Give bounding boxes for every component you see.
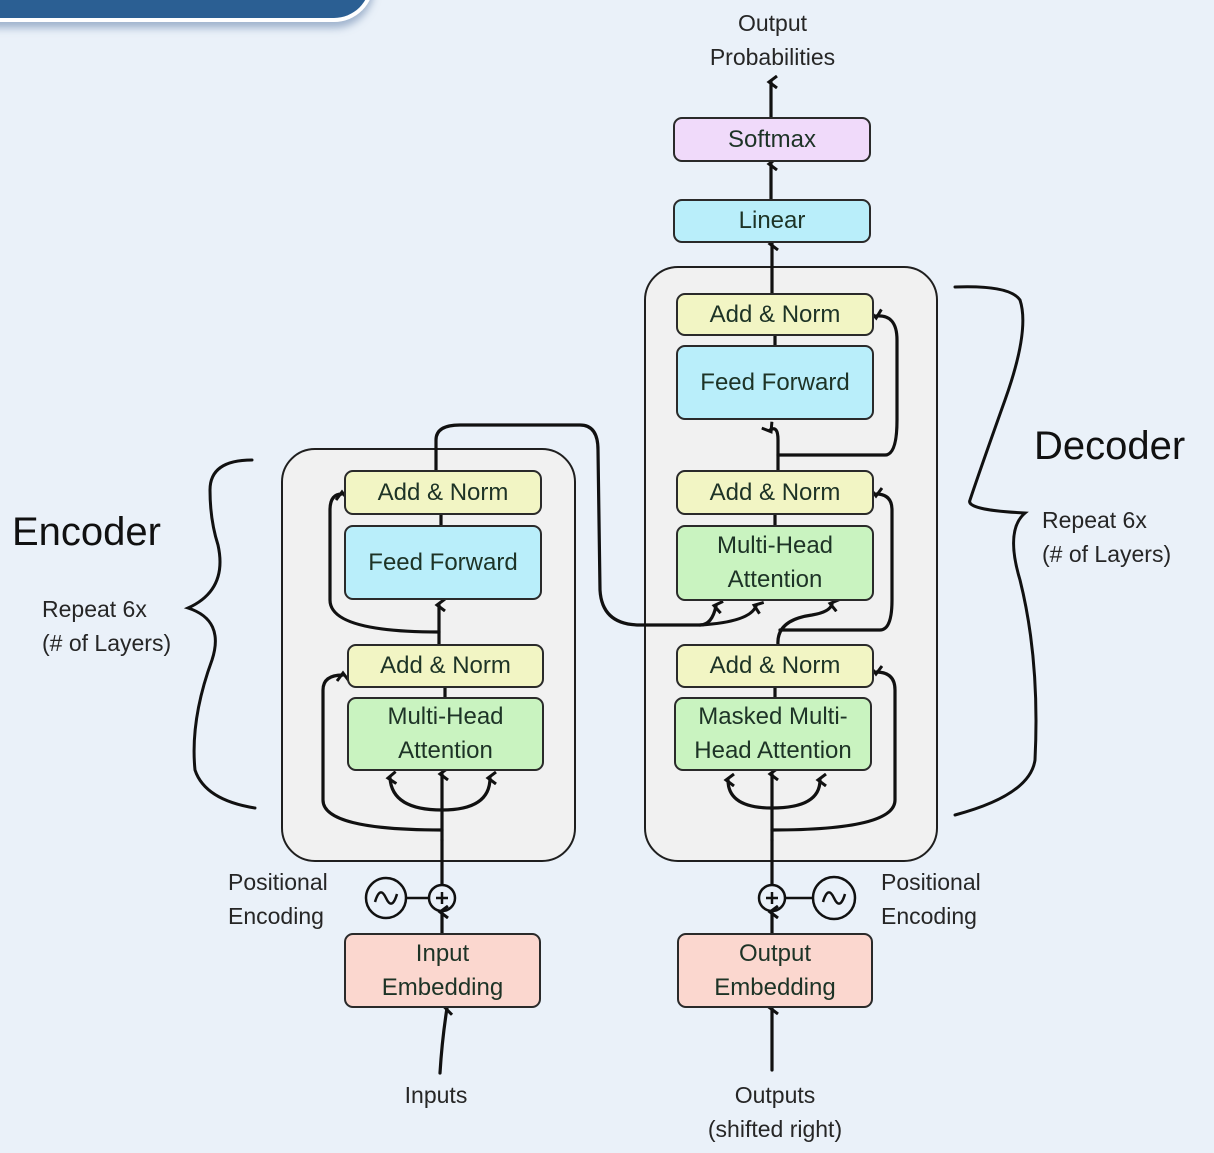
inputs-label: Inputs <box>404 1082 468 1108</box>
decoder-positional-encoding-label: Positional Encoding <box>881 869 981 929</box>
encoder-multi-head-attention: Multi-Head Attention <box>347 697 544 771</box>
arrow-dec-to-cross-attn <box>776 604 832 647</box>
arrow-inputs-to-embedding <box>438 1008 447 1075</box>
outputs-shifted-right-label: Outputs (shifted right) <box>707 1082 843 1142</box>
encoder-repeat-label: Repeat 6x (# of Layers) <box>42 596 172 656</box>
arrow-enc-residual-2 <box>328 494 441 634</box>
encoder-feed-forward: Feed Forward <box>344 525 542 600</box>
decoder-repeat-label: Repeat 6x (# of Layers) <box>1042 507 1172 567</box>
decoder-masked-multi-head-attention: Masked Multi- Head Attention <box>674 697 872 771</box>
arrow-enc-attn-k <box>390 778 444 812</box>
softmax-block: Softmax <box>673 117 871 162</box>
decoder-positional-encoding-icon <box>785 875 857 921</box>
input-embedding-block: Input Embedding <box>344 933 541 1008</box>
encoder-add-icon <box>427 883 457 913</box>
encoder-add-norm-top: Add & Norm <box>344 470 542 515</box>
output-embedding-block: Output Embedding <box>677 933 873 1008</box>
decoder-add-norm-mid: Add & Norm <box>676 470 874 515</box>
arrow-dec-residual-3 <box>776 316 899 457</box>
decoder-brace <box>953 285 1038 817</box>
arrow-encoder-output-to-decoder-2 <box>698 606 756 627</box>
decoder-add-icon <box>757 883 787 913</box>
output-probabilities-label: Output Probabilities <box>709 10 836 70</box>
decoder-feed-forward: Feed Forward <box>676 345 874 420</box>
encoder-brace <box>183 458 257 810</box>
encoder-positional-encoding-label: Positional Encoding <box>228 869 328 929</box>
arrow-dec-to-ff <box>770 429 780 478</box>
linear-block: Linear <box>673 199 871 243</box>
decoder-multi-head-attention: Multi-Head Attention <box>676 525 874 601</box>
encoder-title: Encoder <box>12 510 161 554</box>
arrow-dec-residual-2 <box>778 494 894 632</box>
decoder-add-norm-top: Add & Norm <box>676 293 874 336</box>
arrow-enc-residual-1 <box>321 675 444 832</box>
decoder-title: Decoder <box>1034 424 1186 468</box>
encoder-add-norm-bottom: Add & Norm <box>347 644 544 688</box>
encoder-positional-encoding-icon <box>364 876 428 920</box>
arrow-dec-residual-1 <box>770 672 897 832</box>
arrow-enc-attn-v <box>440 778 490 812</box>
decoder-add-norm-bottom: Add & Norm <box>676 644 874 688</box>
